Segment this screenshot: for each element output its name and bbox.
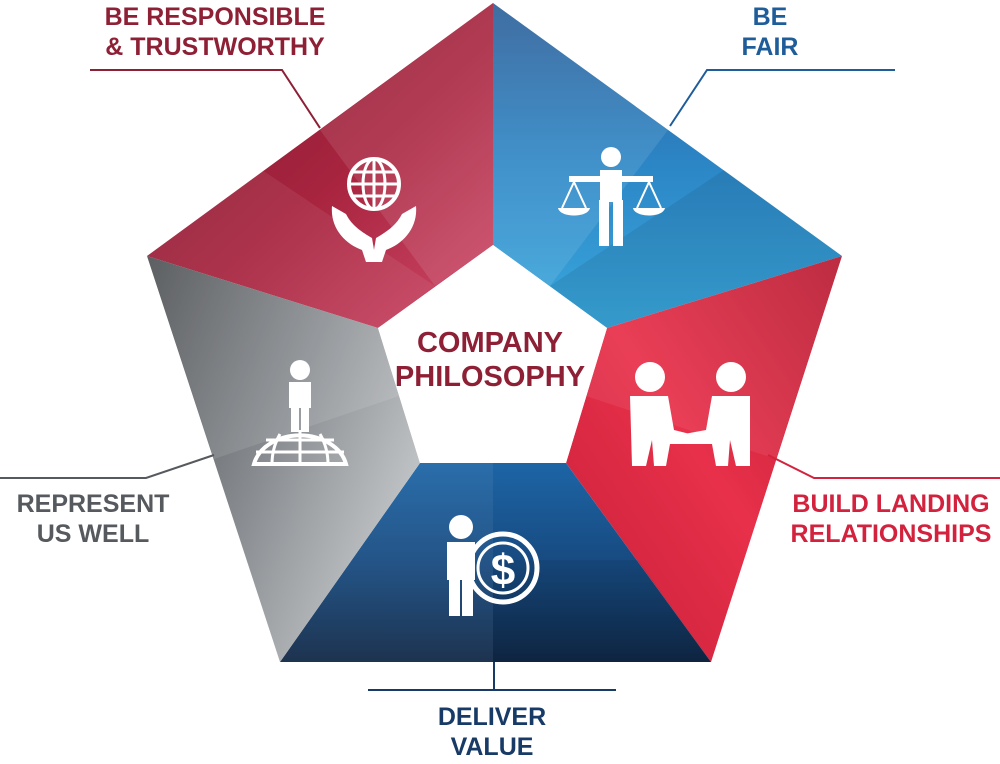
label-responsible-line1: BE RESPONSIBLE	[104, 3, 326, 31]
label-fair-line1: BE	[752, 3, 788, 31]
scales-person-icon	[558, 147, 665, 246]
segment-represent	[147, 256, 420, 662]
center-title-line2: PHILOSOPHY	[394, 361, 586, 393]
label-build: BUILD LANDING RELATIONSHIPS	[778, 489, 1000, 549]
center-title: COMPANY PHILOSOPHY	[380, 326, 600, 394]
center-title-line1: COMPANY	[416, 327, 564, 359]
label-deliver: DELIVER VALUE	[392, 702, 592, 762]
handshake-icon	[630, 362, 750, 466]
label-fair-line2: FAIR	[741, 33, 799, 61]
label-deliver-line1: DELIVER	[437, 703, 547, 731]
label-deliver-line2: VALUE	[450, 733, 534, 761]
segment-deliver	[280, 463, 711, 662]
center-pentagon	[378, 245, 607, 463]
label-represent-line1: REPRESENT	[16, 490, 170, 518]
label-build-line1: BUILD LANDING	[792, 490, 990, 518]
person-dollar-icon: $	[447, 515, 540, 616]
segment-responsible	[147, 3, 493, 328]
label-represent-line2: US WELL	[36, 520, 150, 548]
leader-lines	[0, 69, 1000, 691]
svg-text:$: $	[491, 546, 515, 595]
person-globe-icon	[251, 360, 349, 466]
label-represent: REPRESENT US WELL	[4, 489, 182, 549]
hands-globe-icon	[331, 157, 417, 262]
label-fair: BE FAIR	[690, 2, 850, 62]
label-responsible: BE RESPONSIBLE & TRUSTWORTHY	[90, 2, 340, 62]
segment-fair	[493, 3, 842, 328]
label-responsible-line2: & TRUSTWORTHY	[105, 33, 325, 61]
label-build-line2: RELATIONSHIPS	[790, 520, 992, 548]
